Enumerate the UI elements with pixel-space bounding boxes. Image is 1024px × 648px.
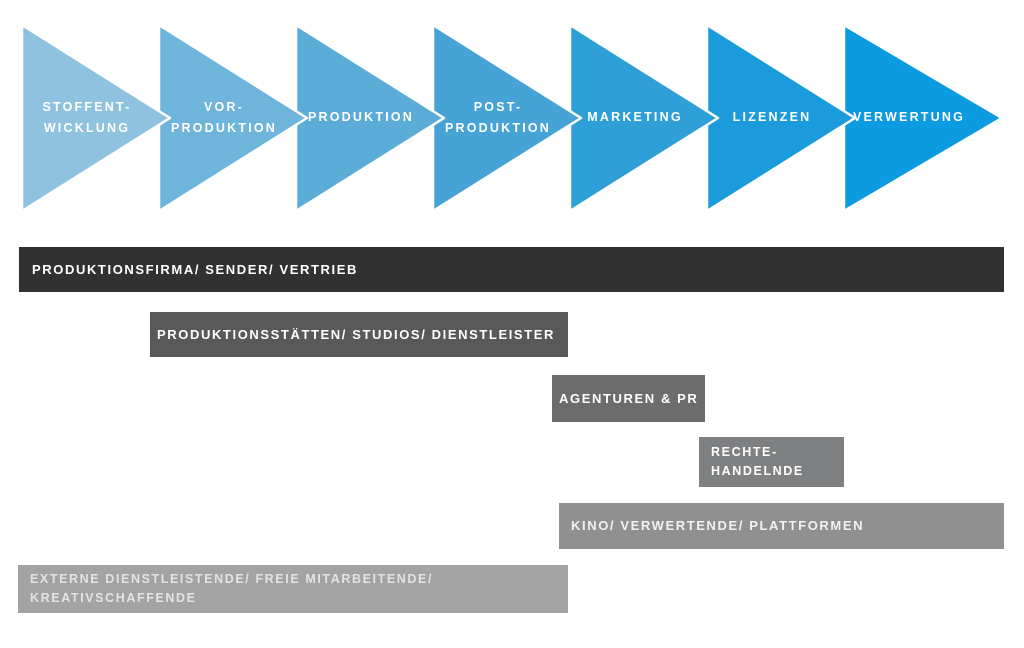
band-externe-dienstleistende-kreativschaffende: EXTERNE DIENSTLEISTENDE/ FREIE MITARBEIT… — [18, 565, 568, 613]
process-arrows — [20, 23, 1004, 213]
stage-label-postproduktion: POST- PRODUKTION — [444, 99, 552, 135]
stage-label-produktion: PRODUKTION — [307, 110, 415, 125]
stage-label-vorproduktion: VOR- PRODUKTION — [170, 99, 278, 135]
band-kino-verwertende-plattformen: KINO/ VERWERTENDE/ PLATTFORMEN — [559, 503, 1004, 549]
stage-label-verwertung: VERWERTUNG — [852, 110, 966, 125]
stage-label-marketing: MARKETING — [587, 110, 683, 125]
stage-label-lizenzen: LIZENZEN — [732, 110, 812, 125]
band-produktionsfirma-sender-vertrieb: PRODUKTIONSFIRMA/ SENDER/ VERTRIEB — [19, 247, 1004, 292]
stage-arrow-stoffentwicklung — [20, 23, 172, 213]
band-produktionsstaetten-studios-dienstleister: PRODUKTIONSSTÄTTEN/ STUDIOS/ DIENSTLEIST… — [150, 312, 568, 357]
band-agenturen-pr: AGENTUREN & PR — [552, 375, 705, 422]
stage-label-stoffentwicklung: STOFFENT- WICKLUNG — [42, 99, 132, 135]
band-rechtehandelnde: RECHTE- HANDELNDE — [699, 437, 844, 487]
